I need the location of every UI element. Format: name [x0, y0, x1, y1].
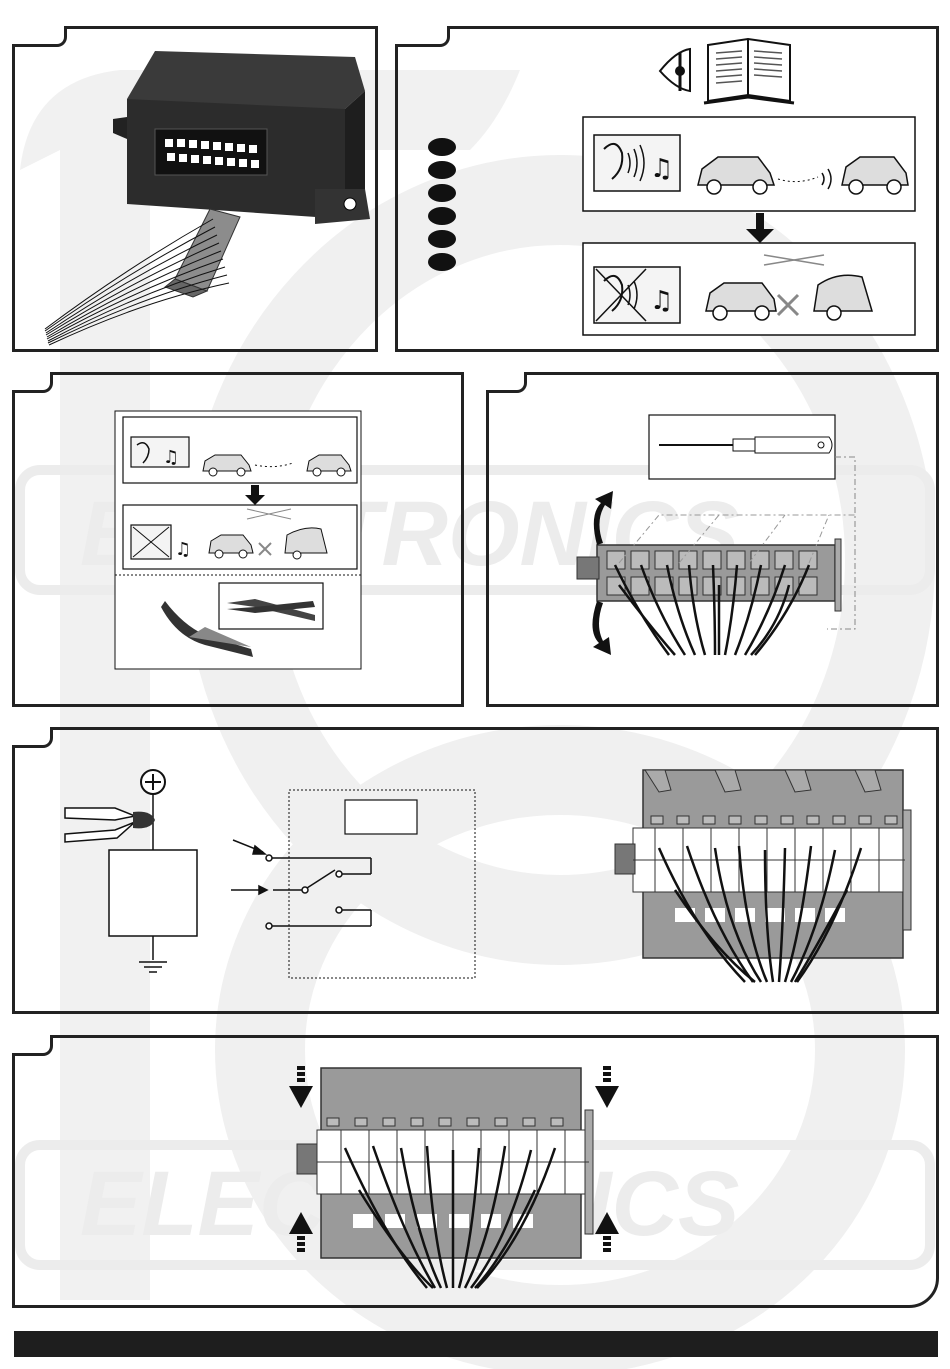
ground-icon — [139, 936, 167, 972]
footer-bar — [14, 1331, 938, 1357]
ear-sound-icon — [131, 437, 189, 467]
control-module-illustration — [15, 29, 381, 355]
step-bullets — [428, 138, 456, 271]
connector-illustration — [297, 1068, 593, 1288]
panel-wiring-relay — [12, 727, 939, 1014]
svg-text:♫: ♫ — [163, 447, 179, 468]
panel-device-overview — [12, 26, 378, 352]
plus-terminal-icon — [141, 770, 165, 850]
eye-icon — [660, 49, 690, 91]
svg-text:♫: ♫ — [650, 154, 673, 184]
panel-connector-assembly — [12, 1035, 939, 1308]
panel-test-and-crimp: ♫ ♫ — [12, 372, 464, 707]
wire-cutter-icon — [65, 808, 155, 842]
panel-pin-removal — [486, 372, 939, 707]
connector-illustration — [615, 770, 911, 982]
svg-text:♫: ♫ — [175, 539, 191, 560]
svg-text:♫: ♫ — [650, 286, 673, 316]
manual-book-icon — [704, 39, 794, 103]
panel-manual-and-test: ♫ ♫ — [395, 26, 939, 352]
